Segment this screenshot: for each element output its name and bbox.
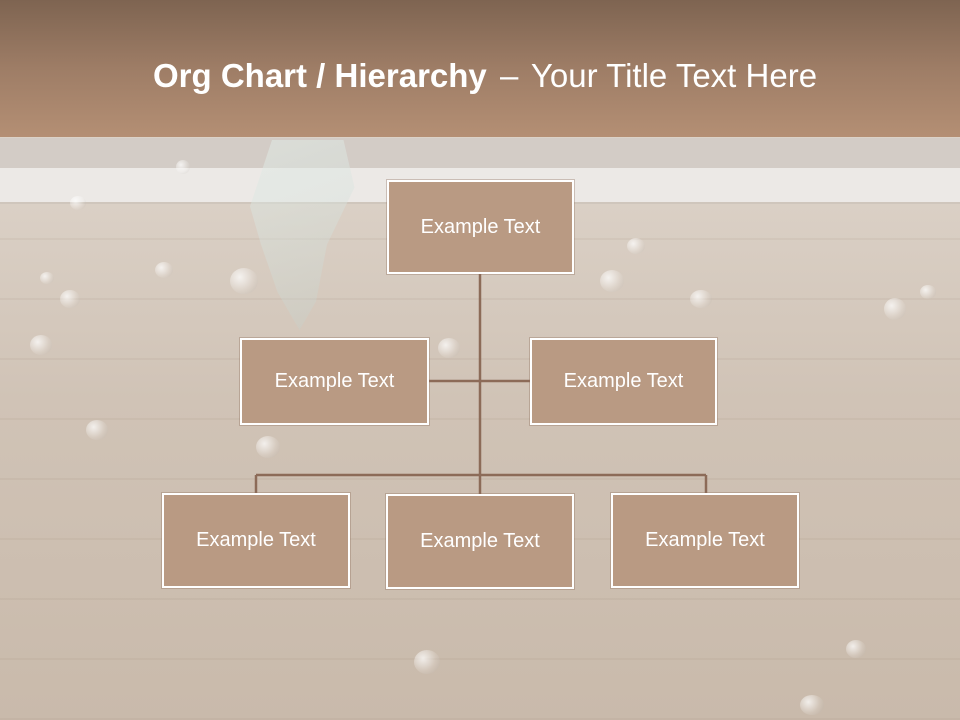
water-drop [256,436,280,458]
org-node-child-center[interactable]: Example Text [386,494,574,589]
org-node-label: Example Text [563,370,684,392]
org-node-label: Example Text [274,370,395,392]
water-drop [414,650,440,674]
water-drop [920,285,936,299]
water-drop [30,335,52,355]
water-drop [230,268,258,294]
water-drop [846,640,866,658]
org-node-label: Example Text [645,529,765,551]
water-drop [627,238,645,254]
org-node-child-left[interactable]: Example Text [162,493,350,588]
wall-strip [0,138,960,168]
org-node-child-right[interactable]: Example Text [611,493,799,588]
water-drop [86,420,108,440]
water-drop [600,270,624,292]
title-bold-part: Org Chart / Hierarchy [153,57,487,94]
water-drop [438,338,460,358]
slide-title: Org Chart / Hierarchy – Your Title Text … [153,56,817,96]
org-node-label: Example Text [196,529,316,551]
water-drop [690,290,712,308]
org-node-assistant-left[interactable]: Example Text [240,338,429,425]
water-drop [40,272,54,284]
org-node-assistant-right[interactable]: Example Text [530,338,717,425]
org-node-label: Example Text [420,215,541,238]
water-drop [155,262,173,278]
org-node-label: Example Text [420,530,540,552]
water-drop [70,196,86,210]
org-node-root[interactable]: Example Text [387,180,574,274]
title-banner: Org Chart / Hierarchy – Your Title Text … [0,0,960,137]
title-rest-part: Your Title Text Here [530,57,818,94]
water-drop [60,290,80,308]
water-drop [884,298,906,320]
title-dash: – [499,57,519,94]
water-drop [176,160,190,174]
water-drop [800,695,824,715]
